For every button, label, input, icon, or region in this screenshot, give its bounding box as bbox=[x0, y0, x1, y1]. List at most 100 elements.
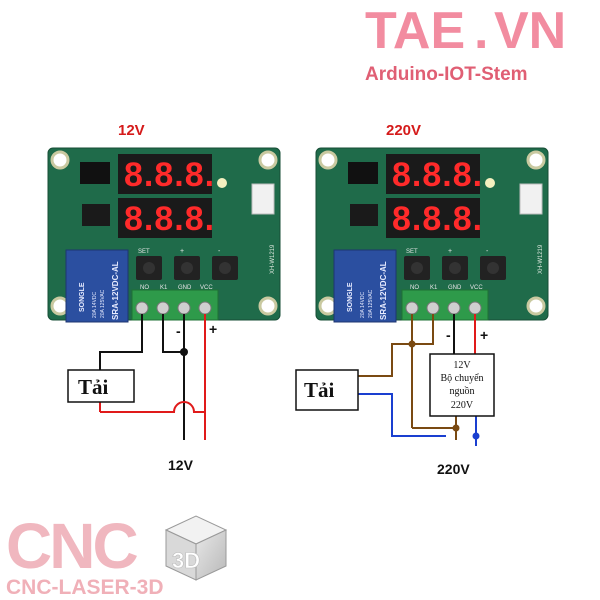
terminal-label-vcc: VCC bbox=[200, 285, 213, 291]
terminal-label-no: NO bbox=[410, 285, 419, 291]
right-polarity-minus: - bbox=[446, 327, 451, 343]
relay-brand: SONGLE bbox=[79, 282, 86, 312]
converter-line-2: Bộ chuyển bbox=[440, 373, 483, 384]
right-wiring bbox=[358, 314, 477, 446]
terminal-label-vcc: VCC bbox=[470, 285, 483, 291]
button-cap bbox=[181, 262, 193, 274]
terminal-screw[interactable] bbox=[426, 301, 440, 315]
display-top bbox=[118, 154, 212, 194]
sensor-connector bbox=[519, 183, 543, 215]
converter-line-4: 220V bbox=[451, 400, 474, 411]
right-load-box bbox=[295, 369, 359, 411]
left-wiring bbox=[99, 314, 206, 440]
mount-hole bbox=[258, 296, 278, 316]
left-load-box bbox=[67, 369, 135, 403]
junction-dot bbox=[472, 432, 480, 440]
right-load-label: Tải bbox=[304, 378, 335, 402]
cnc-logo: CNC 3D CNC-LASER-3D bbox=[6, 510, 228, 599]
display-top-digits: 8.8.8. bbox=[124, 156, 215, 194]
board-model: XH-W1219 bbox=[270, 244, 276, 274]
right-polarity-plus: + bbox=[480, 327, 488, 343]
button-cap bbox=[143, 262, 155, 274]
logo-caption: CNC-LASER-3D bbox=[6, 576, 164, 599]
ic-chip bbox=[82, 204, 110, 226]
terminal-screw[interactable] bbox=[177, 301, 191, 315]
terminal-screw[interactable] bbox=[198, 301, 212, 315]
button-label-minus: - bbox=[218, 248, 221, 255]
wire-black bbox=[99, 314, 143, 370]
button-label-set: SET bbox=[138, 249, 150, 255]
relay-rating-ac: 20A 125VAC bbox=[100, 289, 106, 318]
relay-rating-dc: 20A 14VDC bbox=[92, 291, 98, 318]
ic-chip bbox=[348, 162, 378, 184]
relay bbox=[333, 249, 397, 323]
display-bottom bbox=[386, 198, 480, 238]
left-polarity-minus: - bbox=[176, 323, 181, 339]
brand-name-left: TAE bbox=[365, 2, 465, 60]
logo-letters: CNC bbox=[6, 510, 137, 582]
junction-dot bbox=[452, 424, 460, 432]
button-label-minus: - bbox=[486, 248, 489, 255]
wire-brown bbox=[412, 427, 457, 440]
relay-rating-dc: 20A 14VDC bbox=[360, 291, 366, 318]
power-converter-box bbox=[429, 353, 495, 417]
terminal-screw[interactable] bbox=[447, 301, 461, 315]
display-bottom-digits: 8.8.8. bbox=[392, 200, 483, 238]
display-top-digits: 8.8.8. bbox=[392, 156, 483, 194]
mount-hole bbox=[50, 150, 70, 170]
terminal-label-k1: K1 bbox=[160, 285, 168, 291]
button-label-plus: + bbox=[448, 248, 452, 255]
terminal-label-gnd: GND bbox=[178, 285, 192, 291]
wire-brown bbox=[358, 314, 413, 377]
button-cap bbox=[487, 262, 499, 274]
terminal-screw[interactable] bbox=[405, 301, 419, 315]
button-cap bbox=[411, 262, 423, 274]
button-label-set: SET bbox=[406, 249, 418, 255]
right-heading: 220V bbox=[386, 122, 421, 139]
board-model: XH-W1219 bbox=[538, 244, 544, 274]
display-top bbox=[386, 154, 480, 194]
junction-dot bbox=[408, 340, 416, 348]
wire-red bbox=[136, 314, 206, 413]
display-bottom-digits: 8.8.8. bbox=[124, 200, 215, 238]
relay-brand: SONGLE bbox=[347, 282, 354, 312]
ic-chip bbox=[80, 162, 110, 184]
mount-hole bbox=[526, 150, 546, 170]
terminal-label-gnd: GND bbox=[448, 285, 462, 291]
display-bottom bbox=[118, 198, 212, 238]
brand-name-dot: . bbox=[474, 2, 488, 60]
left-heading: 12V bbox=[118, 122, 145, 139]
terminal-screw[interactable] bbox=[156, 301, 170, 315]
ic-chip bbox=[350, 204, 378, 226]
button-cap bbox=[219, 262, 231, 274]
junction-dot bbox=[180, 348, 188, 356]
led-icon bbox=[485, 178, 495, 188]
right-supply-label: 220V bbox=[437, 461, 470, 477]
right-thermostat-board: 8.8.8. 8.8.8. SET + - SRA-12VDC-AL SONGL… bbox=[315, 147, 549, 323]
logo-cube: 3D bbox=[164, 515, 228, 581]
relay-model: SRA-12VDC-AL bbox=[111, 261, 120, 320]
relay-rating-ac: 20A 125VAC bbox=[368, 289, 374, 318]
relay bbox=[65, 249, 129, 323]
converter-line-3: nguồn bbox=[450, 386, 475, 397]
sensor-connector bbox=[251, 183, 275, 215]
left-supply-label: 12V bbox=[168, 457, 194, 473]
converter-line-1: 12V bbox=[453, 360, 471, 371]
left-polarity-plus: + bbox=[209, 321, 217, 337]
terminal-screw[interactable] bbox=[468, 301, 482, 315]
terminal-label-k1: K1 bbox=[430, 285, 438, 291]
logo-cube-text: 3D bbox=[172, 548, 200, 573]
terminal-screw[interactable] bbox=[135, 301, 149, 315]
mount-hole bbox=[526, 296, 546, 316]
brand-tagline: Arduino-IOT-Stem bbox=[365, 64, 528, 85]
button-label-plus: + bbox=[180, 248, 184, 255]
relay-model: SRA-12VDC-AL bbox=[379, 261, 388, 320]
led-icon bbox=[217, 178, 227, 188]
left-load-label: Tải bbox=[78, 375, 109, 399]
mount-hole bbox=[258, 150, 278, 170]
brand-name-right: VN bbox=[494, 2, 566, 60]
left-thermostat-board: 8.8.8. 8.8.8. SET + - SRA-12VDC-AL SONGL… bbox=[47, 147, 281, 323]
terminal-label-no: NO bbox=[140, 285, 149, 291]
